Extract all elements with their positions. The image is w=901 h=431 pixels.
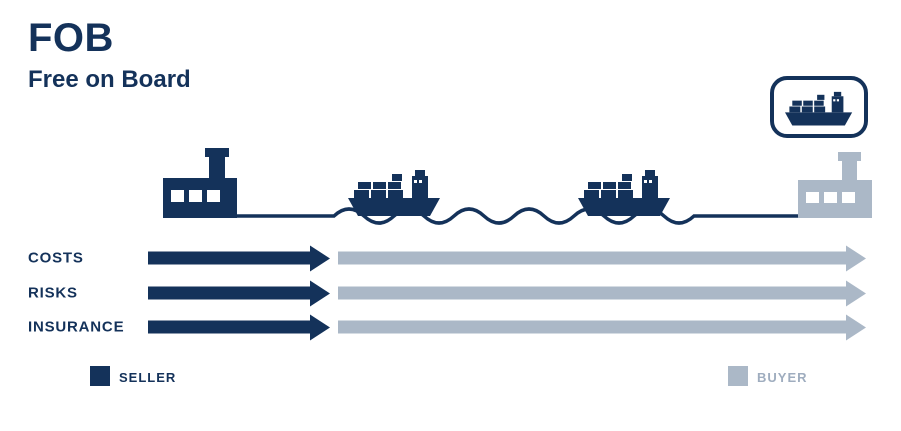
page-subtitle: Free on Board [28,66,191,93]
container-ship-icon [348,170,440,216]
container-ship-icon [578,170,670,216]
arrow-head-icon [310,314,330,340]
seller-legend-swatch [90,366,110,386]
arrow-head-icon [310,280,330,306]
buyer-legend-swatch [728,366,748,386]
costs-buyer-arrow [338,245,866,271]
seller-legend-label: SELLER [119,370,177,385]
buyer-legend-label: BUYER [757,370,808,385]
page-title: FOB [28,16,114,60]
arrow-head-icon [846,280,866,306]
insurance-label: INSURANCE [28,318,125,336]
risks-buyer-arrow [338,280,866,306]
arrow-head-icon [846,314,866,340]
factory-icon-seller [163,148,237,218]
risks-row: RISKS [0,276,901,310]
arrow-head-icon [846,245,866,271]
risks-seller-arrow [148,280,330,306]
costs-label: COSTS [28,249,84,267]
wave-line [236,207,800,225]
insurance-seller-arrow [148,314,330,340]
insurance-row: INSURANCE [0,310,901,344]
costs-row: COSTS [0,241,901,275]
insurance-buyer-arrow [338,314,866,340]
arrow-head-icon [310,245,330,271]
costs-seller-arrow [148,245,330,271]
ship-badge-icon [770,76,868,138]
factory-icon-buyer [798,152,872,218]
risks-label: RISKS [28,284,78,302]
